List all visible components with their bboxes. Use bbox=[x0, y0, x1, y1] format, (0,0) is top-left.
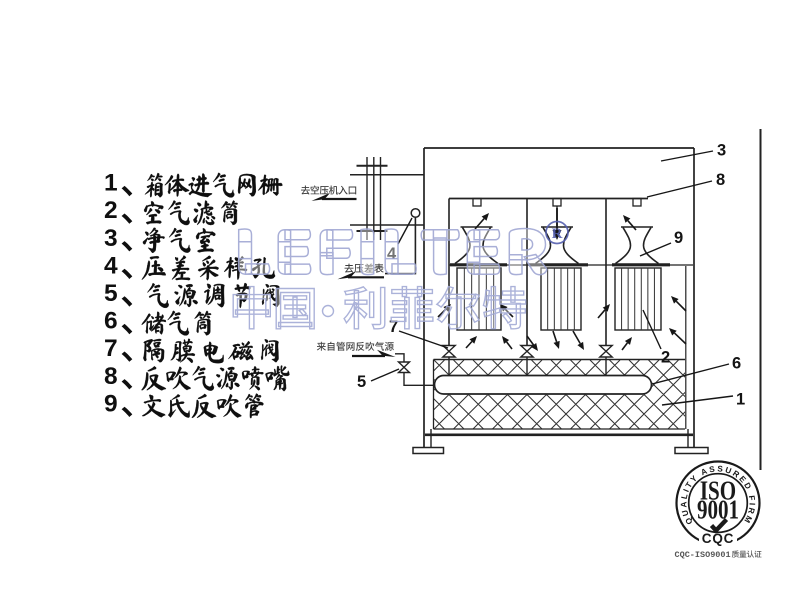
svg-text:7: 7 bbox=[104, 335, 118, 362]
svg-text:6: 6 bbox=[104, 308, 118, 335]
svg-text:8: 8 bbox=[716, 171, 725, 189]
svg-text:4: 4 bbox=[104, 252, 118, 279]
svg-text:2: 2 bbox=[661, 349, 670, 367]
svg-text:7: 7 bbox=[389, 318, 398, 336]
svg-text:ISO: ISO bbox=[700, 476, 736, 506]
svg-text:3: 3 bbox=[104, 225, 118, 252]
svg-text:8: 8 bbox=[104, 363, 118, 390]
svg-text:4: 4 bbox=[387, 245, 397, 263]
svg-text:CQC-ISO9001: CQC-ISO9001 bbox=[675, 550, 731, 560]
svg-text:1: 1 bbox=[736, 391, 745, 409]
svg-text:R: R bbox=[552, 226, 563, 242]
svg-text:9001: 9001 bbox=[697, 495, 739, 525]
svg-text:3: 3 bbox=[717, 142, 726, 160]
svg-text:9: 9 bbox=[674, 229, 683, 247]
svg-text:CQC: CQC bbox=[702, 531, 734, 546]
svg-text:9: 9 bbox=[104, 390, 118, 417]
svg-text:6: 6 bbox=[732, 355, 741, 373]
svg-text:5: 5 bbox=[357, 373, 366, 391]
svg-text:2: 2 bbox=[104, 197, 118, 224]
svg-text:1: 1 bbox=[104, 170, 118, 197]
svg-text:5: 5 bbox=[104, 280, 118, 307]
